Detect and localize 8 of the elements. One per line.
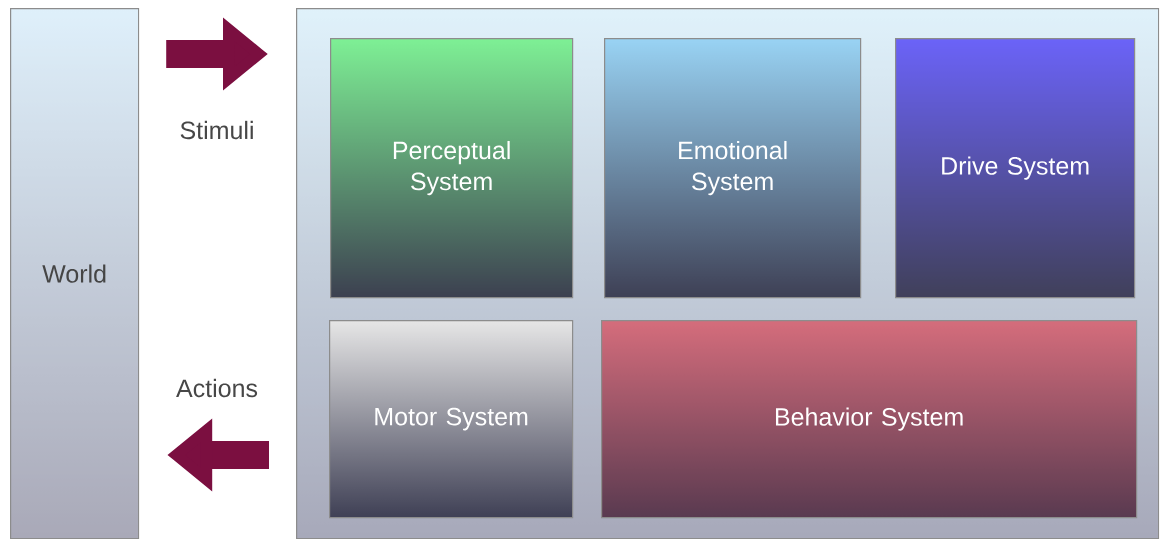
system-box: Perceptual System	[330, 38, 574, 299]
world-panel: World	[10, 8, 140, 539]
system-box: Behavior System	[601, 320, 1138, 519]
edge-label: Actions	[176, 378, 258, 398]
edge-label: Stimuli	[180, 120, 253, 140]
system-box: Emotional System	[604, 38, 862, 299]
system-box: Motor System	[329, 320, 574, 519]
system-box: Drive System	[895, 38, 1136, 299]
